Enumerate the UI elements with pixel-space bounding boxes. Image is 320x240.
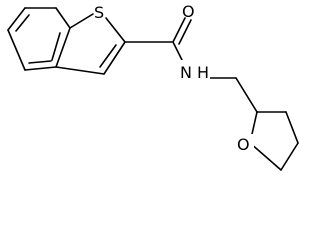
bond	[55, 7, 71, 29]
tetrahydrofuran-ring	[249, 111, 299, 171]
bond	[103, 41, 126, 75]
bond	[249, 142, 282, 171]
bond	[7, 7, 26, 31]
benzene-ring	[7, 7, 71, 71]
bond	[285, 111, 299, 144]
structure-canvas: S O N H O	[7, 2, 299, 171]
double-bond-inner	[99, 44, 117, 68]
amide-nh-label: N H	[180, 63, 209, 82]
bond	[105, 17, 126, 43]
ring-oxygen-label: O	[237, 135, 250, 154]
bond	[55, 66, 105, 75]
carbonyl-oxygen-label: O	[182, 2, 195, 21]
bond	[55, 27, 71, 68]
carbonyl-bond	[178, 19, 192, 45]
amide-chain	[124, 17, 258, 113]
bond	[7, 29, 26, 71]
bond	[235, 77, 258, 113]
double-bond-inner	[28, 60, 52, 64]
double-bond-inner	[51, 32, 61, 61]
bond	[24, 66, 57, 71]
double-bond-inner	[15, 14, 30, 32]
carbonyl-bond	[172, 17, 186, 43]
sulfur-atom-label: S	[94, 3, 104, 22]
bond	[69, 13, 94, 29]
chemical-structure: S O N H O	[7, 2, 299, 171]
bond	[280, 142, 299, 171]
thiophene-ring	[55, 13, 126, 75]
